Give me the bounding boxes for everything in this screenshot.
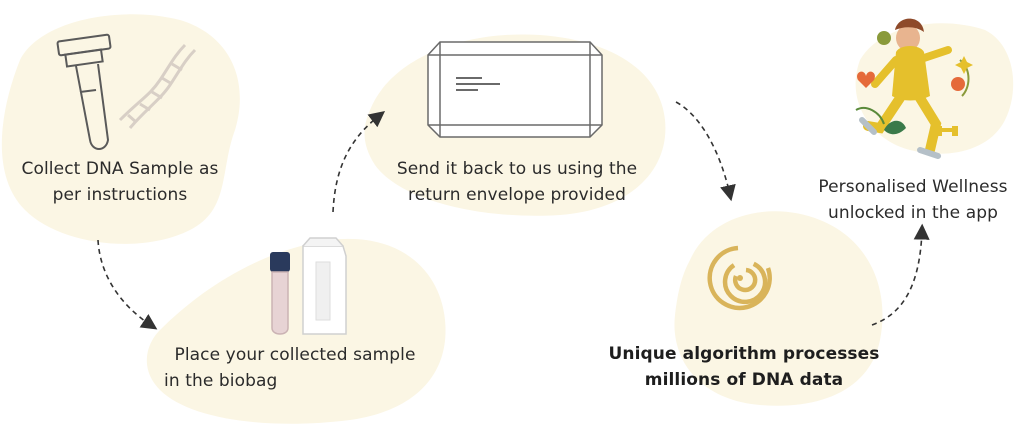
dna-helix-icon [118,43,197,129]
step-3-label: Send it back to us using the return enve… [372,156,662,208]
step-2-label: Place your collected sample in the bioba… [150,342,440,394]
step-5-line-1: Personalised Wellness [818,177,1008,197]
wellness-person-icon [855,18,973,159]
arrow-step4-to-step5 [871,223,930,326]
step-3-line-2: return envelope provided [408,185,626,205]
arrow-step1-to-step2 [97,239,158,330]
blob-step-2 [146,238,446,424]
step-1-line-2: per instructions [52,185,188,205]
arrow-step2-to-step3 [332,111,386,213]
vial-and-biobag-icon [270,237,347,335]
step-4-line-2: millions of DNA data [644,370,844,390]
step-2-line-1: Place your collected sample [174,345,416,365]
step-2-line-2: in the biobag [164,371,278,391]
step-1-line-1: Collect DNA Sample as [21,159,219,179]
step-4-label: Unique algorithm processes millions of D… [598,341,890,393]
envelope-icon [427,41,603,138]
step-5-label: Personalised Wellness unlocked in the ap… [806,174,1020,226]
concentric-circles-icon [707,245,772,311]
step-5-line-2: unlocked in the app [827,203,998,223]
step-4-line-1: Unique algorithm processes [608,344,880,364]
step-1-label: Collect DNA Sample as per instructions [2,156,238,208]
blob-step-4 [674,211,883,406]
step-3-line-1: Send it back to us using the [396,159,638,179]
blob-step-1 [1,14,240,244]
test-tube-icon [56,33,112,150]
arrow-step3-to-step4 [675,101,736,202]
